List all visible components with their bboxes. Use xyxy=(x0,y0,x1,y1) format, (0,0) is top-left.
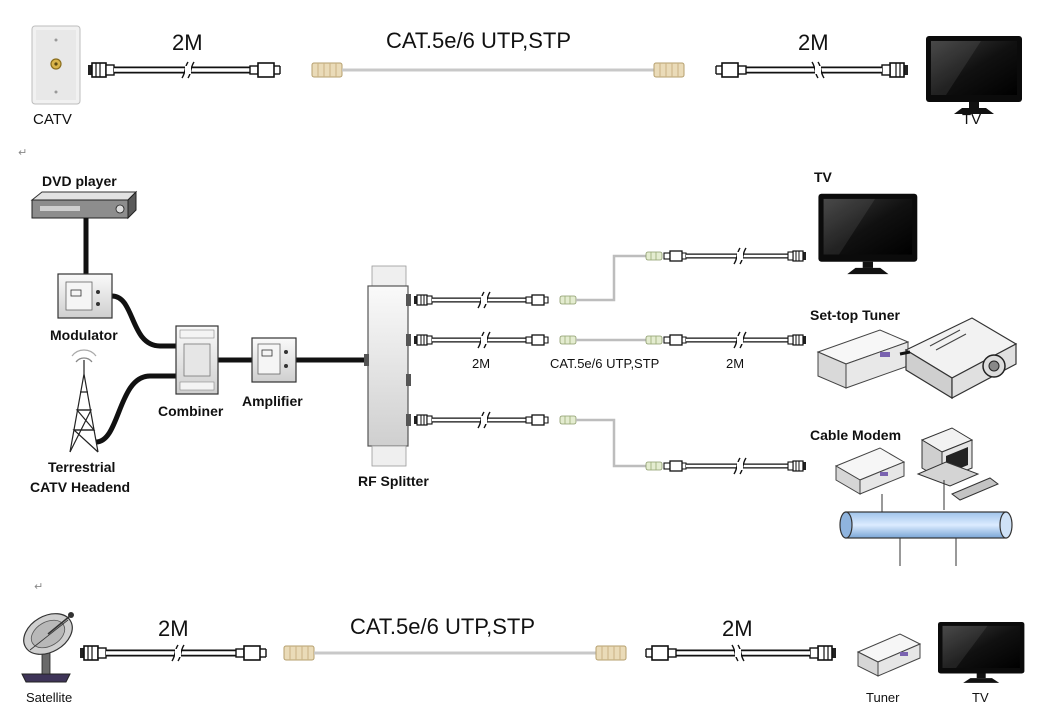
terrestrial-label-line2: CATV Headend xyxy=(30,479,130,495)
cable-modem-label: Cable Modem xyxy=(810,427,901,443)
catv-wall-plate xyxy=(31,25,81,105)
combiner-label: Combiner xyxy=(158,403,224,419)
satellite-label: Satellite xyxy=(26,690,72,705)
output-line-set-top xyxy=(413,331,807,349)
tuner-label: Tuner xyxy=(866,690,900,705)
section-catv-to-tv: CATV 2M CAT.5e/6 UTP,STP 2M TV xyxy=(31,25,1022,128)
satellite-dish-icon xyxy=(21,612,74,683)
set-top-tuner-icon xyxy=(816,329,910,389)
section-distribution: DVD player Modulator Terrestrial CATV He… xyxy=(30,169,1018,566)
projector-icon xyxy=(904,317,1018,400)
modulator-label: Modulator xyxy=(50,327,118,343)
network-backbone-pipe xyxy=(839,511,1013,566)
section-satellite-to-tv: Satellite 2M CAT.5e/6 UTP,STP 2M xyxy=(21,612,1025,705)
cable-length-right: 2M xyxy=(798,30,829,55)
tv-label-bottom: TV xyxy=(972,690,989,705)
tv-label-middle: TV xyxy=(814,169,833,185)
utp-cable-label-top: CAT.5e/6 UTP,STP xyxy=(386,28,571,53)
cable-modem-icon xyxy=(834,447,906,495)
output-line-tv xyxy=(413,247,807,309)
coax-cable-left-sat xyxy=(79,644,267,662)
output-line-cable-modem xyxy=(413,411,807,475)
cable-label-2m-left: 2M xyxy=(472,356,490,371)
cable-length-left: 2M xyxy=(172,30,203,55)
cable-label-2m-right: 2M xyxy=(726,356,744,371)
set-top-tuner-label: Set-top Tuner xyxy=(810,307,901,323)
paragraph-mark-2: ↵ xyxy=(34,581,43,593)
cable-length-left-sat: 2M xyxy=(158,616,189,641)
utp-cable-middle xyxy=(311,62,685,78)
utp-cable-label-bottom: CAT.5e/6 UTP,STP xyxy=(350,614,535,639)
coax-cable-right xyxy=(715,61,909,79)
tuner-icon-bottom xyxy=(856,633,922,677)
catv-label: CATV xyxy=(33,111,72,128)
computer-icon xyxy=(916,427,999,501)
utp-cable-middle-sat xyxy=(283,645,627,661)
terrestrial-tower-icon xyxy=(69,349,99,453)
cable-length-right-sat: 2M xyxy=(722,616,753,641)
coax-cable-right-sat xyxy=(645,644,837,662)
rf-splitter-icon xyxy=(364,265,411,467)
cable-label-utp: CAT.5e/6 UTP,STP xyxy=(550,356,659,371)
tv-label-top: TV xyxy=(962,111,981,128)
tv-icon-top xyxy=(926,36,1022,114)
modulator-icon xyxy=(57,273,113,319)
amplifier-label: Amplifier xyxy=(242,393,303,409)
modulator-to-combiner-cable xyxy=(111,293,176,349)
tv-icon-bottom xyxy=(938,622,1025,683)
terrestrial-label-line1: Terrestrial xyxy=(48,459,115,475)
rf-splitter-label: RF Splitter xyxy=(358,473,429,489)
coax-cable-left xyxy=(87,61,281,79)
combiner-icon xyxy=(175,325,219,395)
dvd-player-icon xyxy=(30,190,138,220)
tv-icon-middle xyxy=(818,193,918,275)
headend-to-combiner-cable xyxy=(95,373,176,445)
dvd-player-label: DVD player xyxy=(42,173,117,189)
tuner-to-projector-cable xyxy=(899,350,911,356)
paragraph-mark: ↵ xyxy=(18,147,27,159)
amplifier-icon xyxy=(251,337,297,383)
